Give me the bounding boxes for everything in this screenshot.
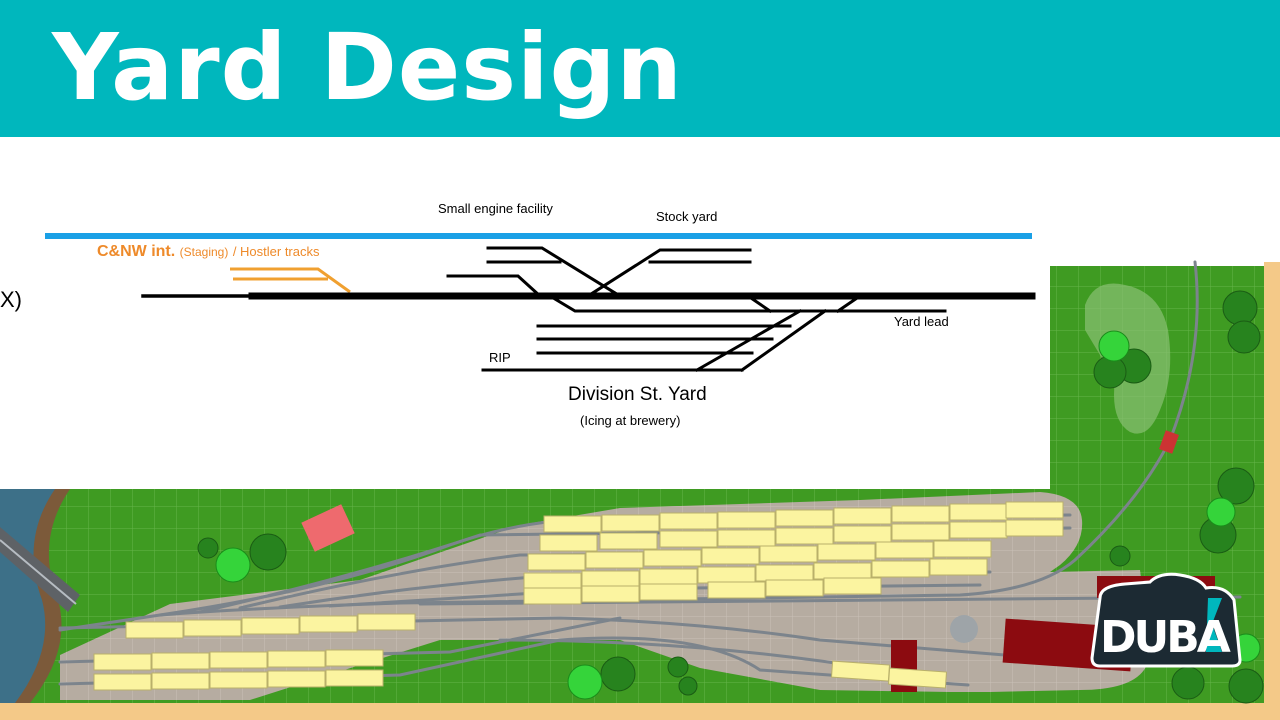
- label-cnw: C&NW int.: [97, 243, 175, 260]
- label-staging-group: C&NW int. (Staging) / Hostler tracks: [97, 243, 320, 260]
- turntable: [950, 615, 978, 643]
- track-schematic: Small engine facility Stock yard C&NW in…: [0, 201, 1036, 428]
- layout-plan: DUBA: [0, 260, 1280, 720]
- label-stock-yard: Stock yard: [656, 209, 717, 224]
- duba-logo: DUBA: [1090, 572, 1242, 668]
- title-banner: [0, 0, 1280, 137]
- logo-accent: [1206, 598, 1222, 652]
- label-engine-facility: Small engine facility: [438, 201, 553, 216]
- trees: [197, 290, 1264, 704]
- schematic-tracks: [141, 246, 1036, 373]
- logo-badge: [1090, 572, 1242, 668]
- crossing: [1159, 430, 1179, 454]
- backdrop-line: [45, 233, 1032, 239]
- logo-text: DUBA: [1100, 612, 1231, 663]
- frame-right: [1264, 262, 1280, 707]
- label-rip: RIP: [489, 350, 511, 365]
- label-staging: (Staging): [180, 245, 229, 259]
- label-hostler: / Hostler tracks: [233, 244, 320, 259]
- label-cut-text: X): [0, 287, 22, 312]
- rail-cars: [93, 501, 1064, 691]
- label-yard-name: Division St. Yard: [568, 384, 707, 405]
- label-yard-lead: Yard lead: [894, 314, 949, 329]
- staging-tracks: [230, 267, 351, 294]
- frame-bottom: [0, 703, 1280, 720]
- page-title: Yard Design: [52, 14, 683, 121]
- label-icing: (Icing at brewery): [580, 413, 680, 428]
- building-red: [301, 504, 355, 552]
